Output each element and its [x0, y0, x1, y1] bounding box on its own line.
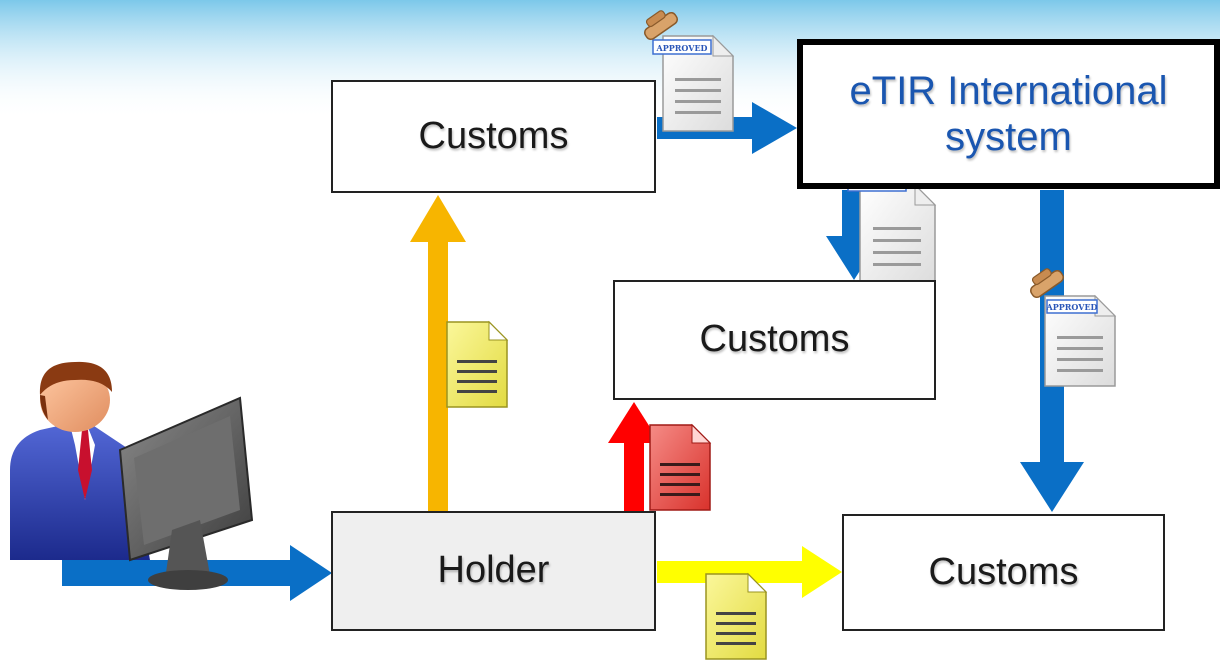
approved-document-icon: APPROVED	[638, 4, 735, 132]
approved-document-icon: APPROVED	[1024, 262, 1117, 387]
arrow-holder-to-customs-mid	[608, 402, 660, 512]
user-at-computer-icon	[10, 361, 254, 590]
customs-box-top: Customs	[331, 80, 656, 193]
customs-top-label: Customs	[418, 114, 569, 157]
holder-label: Holder	[437, 549, 550, 592]
customs-box-bottom: Customs	[842, 514, 1165, 631]
document-icon	[649, 423, 712, 511]
holder-box: Holder	[331, 511, 656, 631]
arrow-holder-to-customs-top	[410, 195, 466, 512]
etir-title-line1: eTIR International	[849, 69, 1168, 113]
arrow-holder-to-customs-bottom	[657, 546, 842, 598]
document-icon	[705, 572, 768, 660]
etir-international-system-box: eTIR International system	[797, 39, 1220, 189]
customs-bottom-label: Customs	[928, 550, 1079, 593]
approved-label: APPROVED	[656, 43, 708, 53]
approved-label: APPROVED	[1046, 302, 1098, 312]
etir-title-line2: system	[945, 115, 1072, 159]
customs-mid-label: Customs	[699, 318, 850, 361]
customs-box-middle: Customs	[613, 280, 936, 400]
document-icon	[446, 320, 509, 408]
